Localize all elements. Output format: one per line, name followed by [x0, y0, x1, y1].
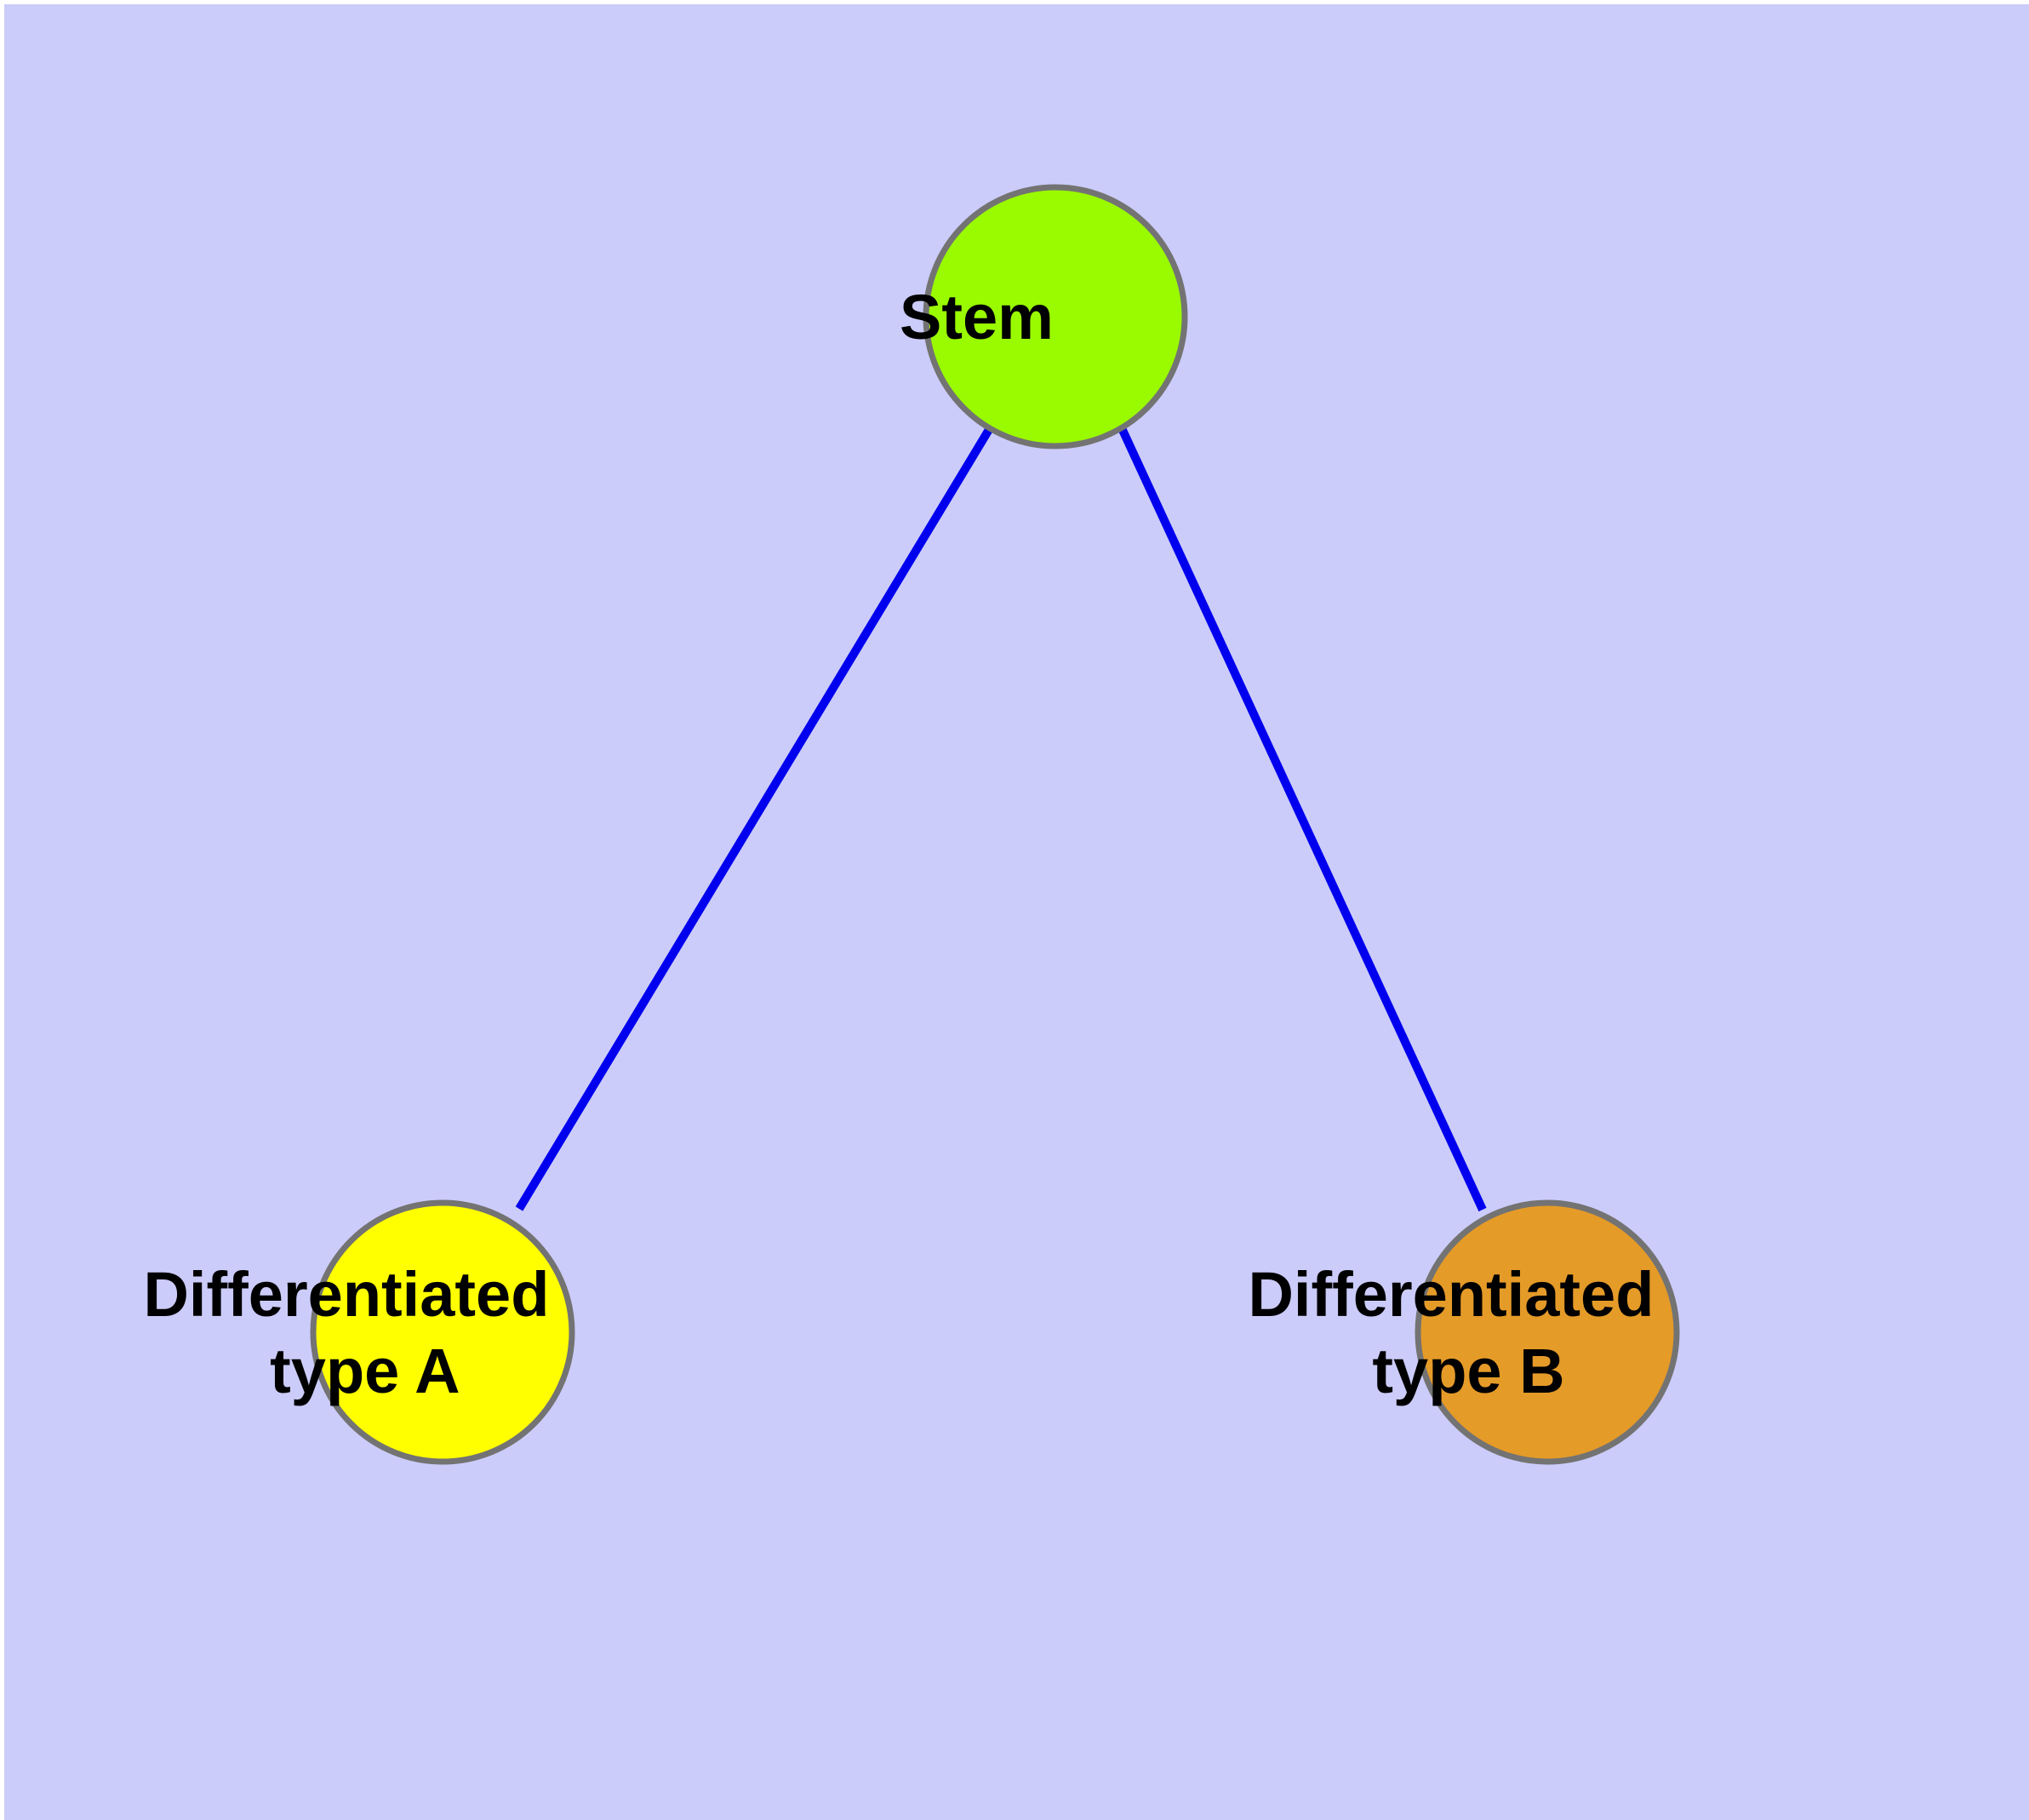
node-stem-label: Stem [900, 0, 1211, 352]
node-differentiated-type-b-label: Differentiated type B [1248, 0, 1846, 1406]
node-differentiated-type-a-label: Differentiated type A [143, 0, 741, 1406]
edge-stem-to-differentiated-type-a [515, 426, 994, 1211]
node-differentiated-type-b-label-line-1: Differentiated [1248, 1259, 1654, 1330]
node-differentiated-type-a-label-line-2: type A [270, 1336, 459, 1406]
node-differentiated-type-b-label-line-2: type B [1372, 1336, 1564, 1406]
node-stem-label-line-1: Stem [900, 282, 1054, 352]
node-differentiated-type-b[interactable]: Differentiated type B [1248, 0, 1846, 1465]
node-stem[interactable]: Stem [900, 0, 1211, 449]
node-stem-circle[interactable] [923, 184, 1188, 449]
edge-group [515, 426, 1487, 1212]
node-differentiated-type-a[interactable]: Differentiated type A [143, 0, 741, 1465]
node-group: Stem Differentiated type A Differentiate… [143, 0, 1846, 1465]
node-differentiated-type-b-circle[interactable] [1415, 1199, 1680, 1465]
edge-stem-to-differentiated-type-b [1117, 426, 1487, 1212]
node-differentiated-type-a-circle[interactable] [310, 1199, 575, 1465]
node-differentiated-type-a-label-line-1: Differentiated [143, 1259, 549, 1330]
